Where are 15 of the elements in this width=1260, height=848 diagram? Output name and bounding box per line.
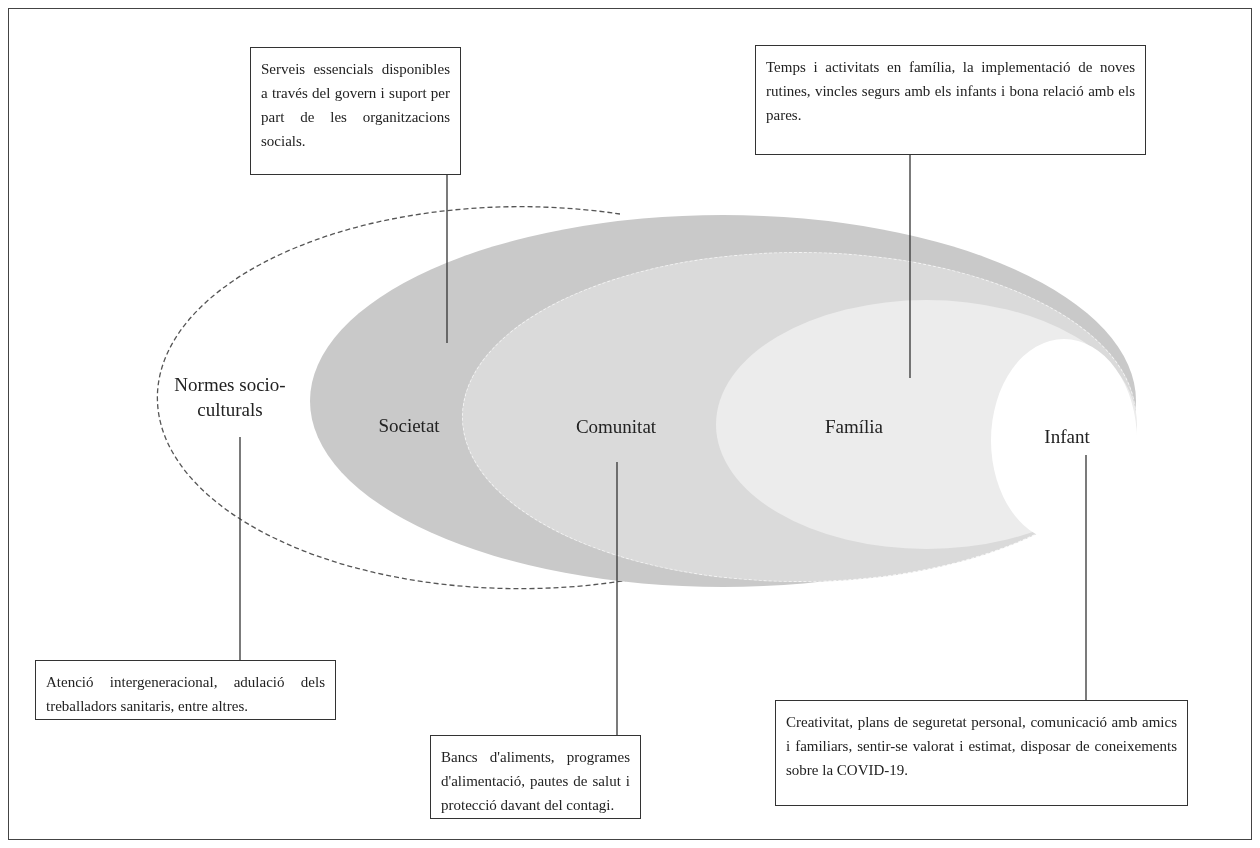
note-box: Serveis essencials disponibles a través del govern i suport per part de les organitzacions socials.	[250, 47, 461, 175]
note-box: Bancs d'aliments, programes d'alimentació, pautes de salut i protecció davant del contagi.	[430, 735, 641, 819]
note-box: Atenció intergeneracional, adulació dels treballadors sanitaris, entre altres.	[35, 660, 336, 720]
region-label: Societat	[378, 413, 440, 437]
leader-line	[1085, 454, 1087, 701]
leader-line	[616, 461, 618, 736]
leader-line	[446, 174, 448, 344]
note-box: Temps i activitats en família, la implementació de noves rutines, vincles segurs amb els infants i bona relació amb els pares.	[755, 45, 1146, 155]
region-label: Comunitat	[575, 414, 657, 438]
note-box: Creativitat, plans de seguretat personal, comunicació amb amics i familiars, sentir-se valorat i estimat, disposar de coneixements sobre la COVID-19.	[775, 700, 1188, 806]
region-label: Família	[824, 414, 884, 438]
leader-line	[909, 154, 911, 379]
region-label: Normes socio-culturals	[160, 372, 300, 424]
leader-line	[239, 436, 241, 661]
region-label: Infant	[1044, 424, 1090, 448]
